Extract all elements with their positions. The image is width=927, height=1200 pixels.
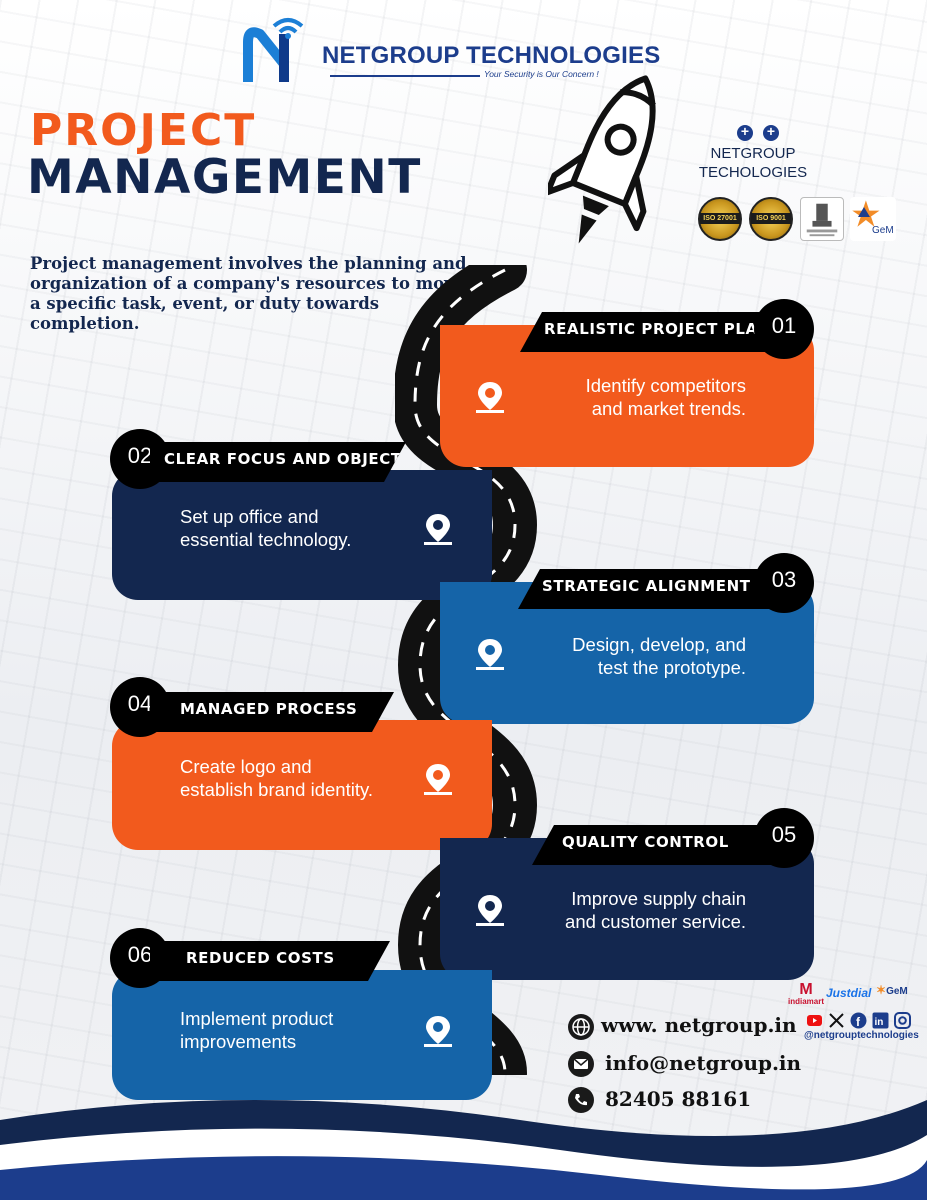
step-01-number: 01 [754,299,814,359]
linkedin-icon[interactable]: in [872,1012,889,1029]
step-06-title: REDUCED COSTS [150,941,390,981]
iso-27001-seal: ISO 27001 [698,197,742,241]
step-card-06: Implement product improvements [112,970,492,1100]
step-card-04: Create logo and establish brand identity… [112,720,492,850]
email-icon [568,1051,594,1077]
youtube-icon[interactable] [806,1012,823,1029]
gem-small-logo: ✶GeM [876,983,908,997]
gem-star-small-icon: ✶ [876,983,887,997]
plus-dot-icon [763,123,779,141]
bottom-wave-decoration [0,1100,927,1200]
plus-dot-icon [737,123,753,141]
title-project: PROJECT [30,105,257,156]
step-02-text: Set up office and essential technology. [180,506,352,550]
svg-text:f: f [856,1015,861,1029]
social-handle[interactable]: @netgrouptechnologies [804,1030,919,1041]
instagram-icon[interactable] [894,1012,911,1029]
svg-text:in: in [875,1017,884,1028]
step-03-text: Design, develop, and test the prototype. [572,634,746,678]
location-pin-icon [424,764,452,795]
gem-logo: GeM [850,197,896,241]
netgroup-logo-icon [243,18,304,82]
phone-number[interactable]: 82405 88161 [605,1087,752,1111]
step-03-title: STRATEGIC ALIGNMENT [518,569,778,609]
step-06-text: Implement product improvements [180,1008,334,1052]
email-link[interactable]: info@netgroup.in [605,1051,802,1075]
government-emblem-icon [800,197,844,241]
x-twitter-icon[interactable] [828,1012,845,1029]
step-04-text: Create logo and establish brand identity… [180,756,373,800]
iso-9001-seal: ISO 9001 [749,197,793,241]
step-05-text: Improve supply chain and customer servic… [565,888,746,932]
location-pin-icon [424,1016,452,1047]
facebook-icon[interactable]: f [850,1012,867,1029]
step-05-title: QUALITY CONTROL [532,825,778,865]
brand-underline [330,75,480,77]
badge-name-line1: NETGROUP [710,145,796,162]
gem-star-icon [852,200,880,227]
badge-dots [737,123,789,146]
website-link[interactable]: www. netgroup.in [601,1013,797,1037]
badge-name-line2: TECHOLOGIES [698,163,808,181]
step-01-title: REALISTIC PROJECT PLANNING [520,312,778,352]
step-03-number: 03 [754,553,814,613]
badge-company-name: NETGROUP TECHOLOGIES [690,145,816,183]
indiamart-logo: M indiamart [788,981,825,1007]
intro-paragraph: Project management involves the planning… [30,254,467,334]
location-pin-icon [476,639,504,670]
brand-tagline: Your Security is Our Concern ! [484,69,599,79]
step-05-number: 05 [754,808,814,868]
step-04-title: MANAGED PROCESS [150,692,394,732]
location-pin-icon [424,514,452,545]
winding-road-icon [395,265,538,1075]
brand-name: NETGROUP TECHNOLOGIES [322,42,661,69]
rocket-icon [548,75,656,244]
globe-icon [568,1014,594,1040]
justdial-logo: Justdial [826,986,872,1000]
location-pin-icon [476,895,504,926]
step-card-02: Set up office and essential technology. [112,470,492,600]
step-02-title: CLEAR FOCUS AND OBJECTIVES [150,442,406,482]
location-pin-icon [476,382,504,413]
phone-icon [568,1087,594,1113]
title-management: MANAGEMENT [27,150,422,205]
step-01-text: Identify competitors and market trends. [585,375,746,419]
